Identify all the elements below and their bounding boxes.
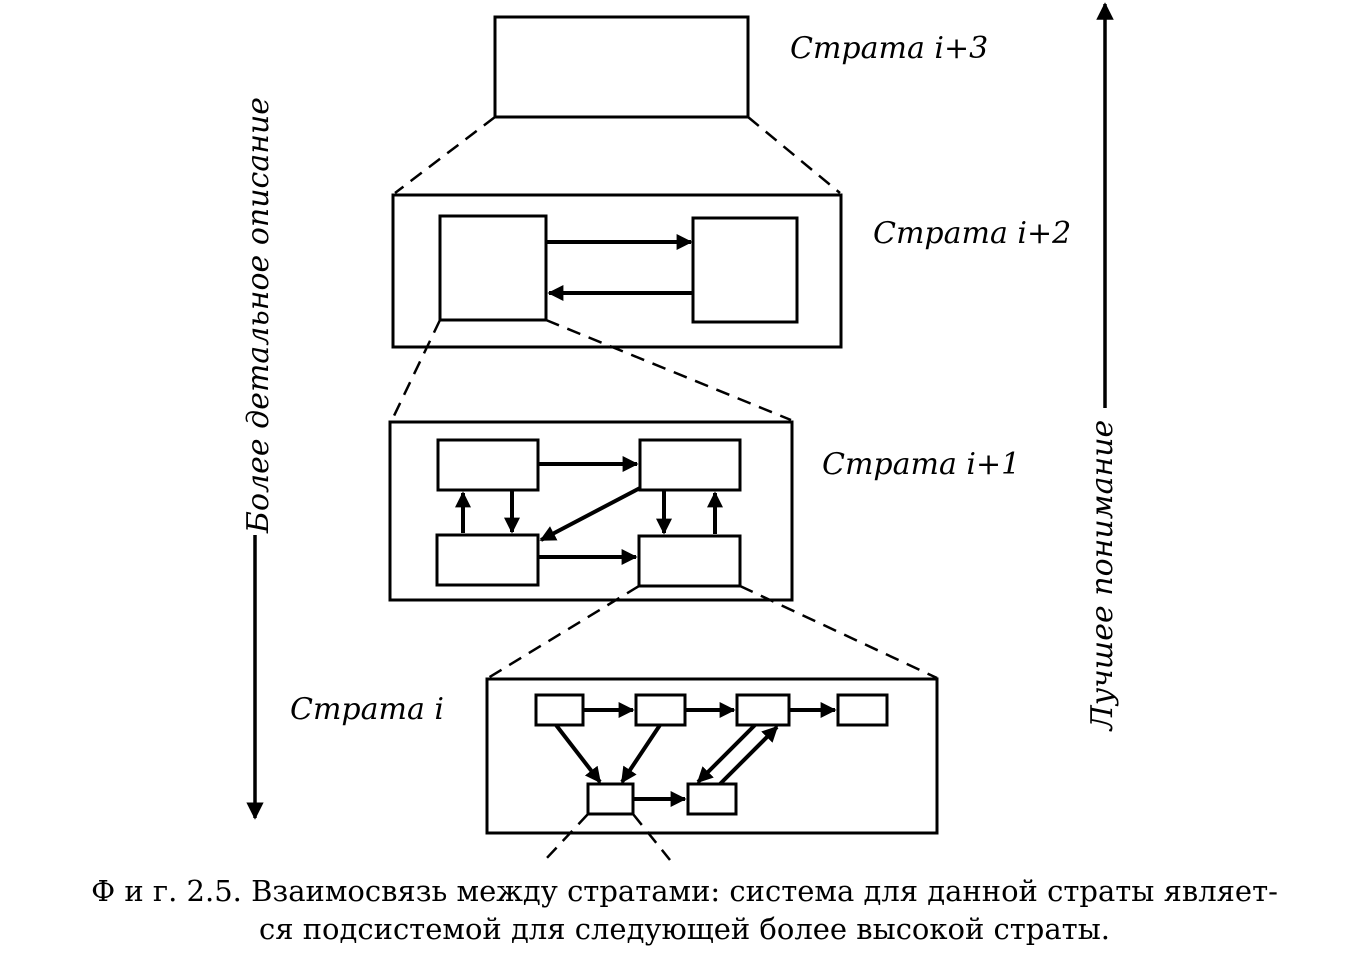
flow-arrow xyxy=(620,723,662,784)
projection-line xyxy=(632,813,671,861)
flow-arrow xyxy=(696,723,757,784)
flow-arrow xyxy=(718,725,779,786)
stratum-i3-box xyxy=(493,15,750,119)
projection-line xyxy=(544,813,589,861)
subsystem-box xyxy=(534,693,585,727)
stratum-i0-box xyxy=(485,677,939,835)
projection-line xyxy=(487,584,640,680)
stratum-i2-label: Страта i+2 xyxy=(873,216,1071,251)
projection-line xyxy=(394,116,496,194)
stratum-i2 xyxy=(391,193,843,349)
subsystem-box xyxy=(435,533,540,587)
subsystem-box xyxy=(586,782,635,816)
caption-line: Ф и г. 2.5. Взаимосвязь между стратами: … xyxy=(91,874,1278,908)
figure-caption: Ф и г. 2.5. Взаимосвязь между стратами: … xyxy=(0,872,1369,948)
flow-arrow xyxy=(539,486,641,542)
subsystem-box xyxy=(686,782,738,816)
stratum-i1 xyxy=(388,420,794,602)
understanding-axis-label: Лучшее понимание xyxy=(1085,420,1120,733)
subsystem-box xyxy=(691,216,799,324)
stratum-i2-box xyxy=(391,193,843,349)
projection-line xyxy=(545,318,792,422)
detail-axis-label: Более детальное описание xyxy=(241,97,276,534)
stratum-i0-label: Страта i xyxy=(290,692,444,727)
subsystem-box xyxy=(836,693,889,727)
stratum-i1-label: Страта i+1 xyxy=(822,447,1020,482)
subsystem-box xyxy=(735,693,791,727)
stratum-i0 xyxy=(485,677,939,835)
subsystem-box xyxy=(634,693,687,727)
subsystem-box xyxy=(436,438,540,492)
subsystem-box xyxy=(438,214,548,322)
stratum-i1-box xyxy=(388,420,794,602)
projection-line xyxy=(747,116,841,194)
stratum-i3-label: Страта i+3 xyxy=(790,31,988,66)
stratum-i3 xyxy=(493,15,750,119)
projection-line xyxy=(739,584,938,680)
caption-line: ся подсистемой для следующей более высок… xyxy=(258,912,1111,946)
subsystem-box xyxy=(638,438,742,492)
projection-line xyxy=(390,319,442,421)
flow-arrow xyxy=(554,723,602,784)
subsystem-box xyxy=(637,534,742,588)
